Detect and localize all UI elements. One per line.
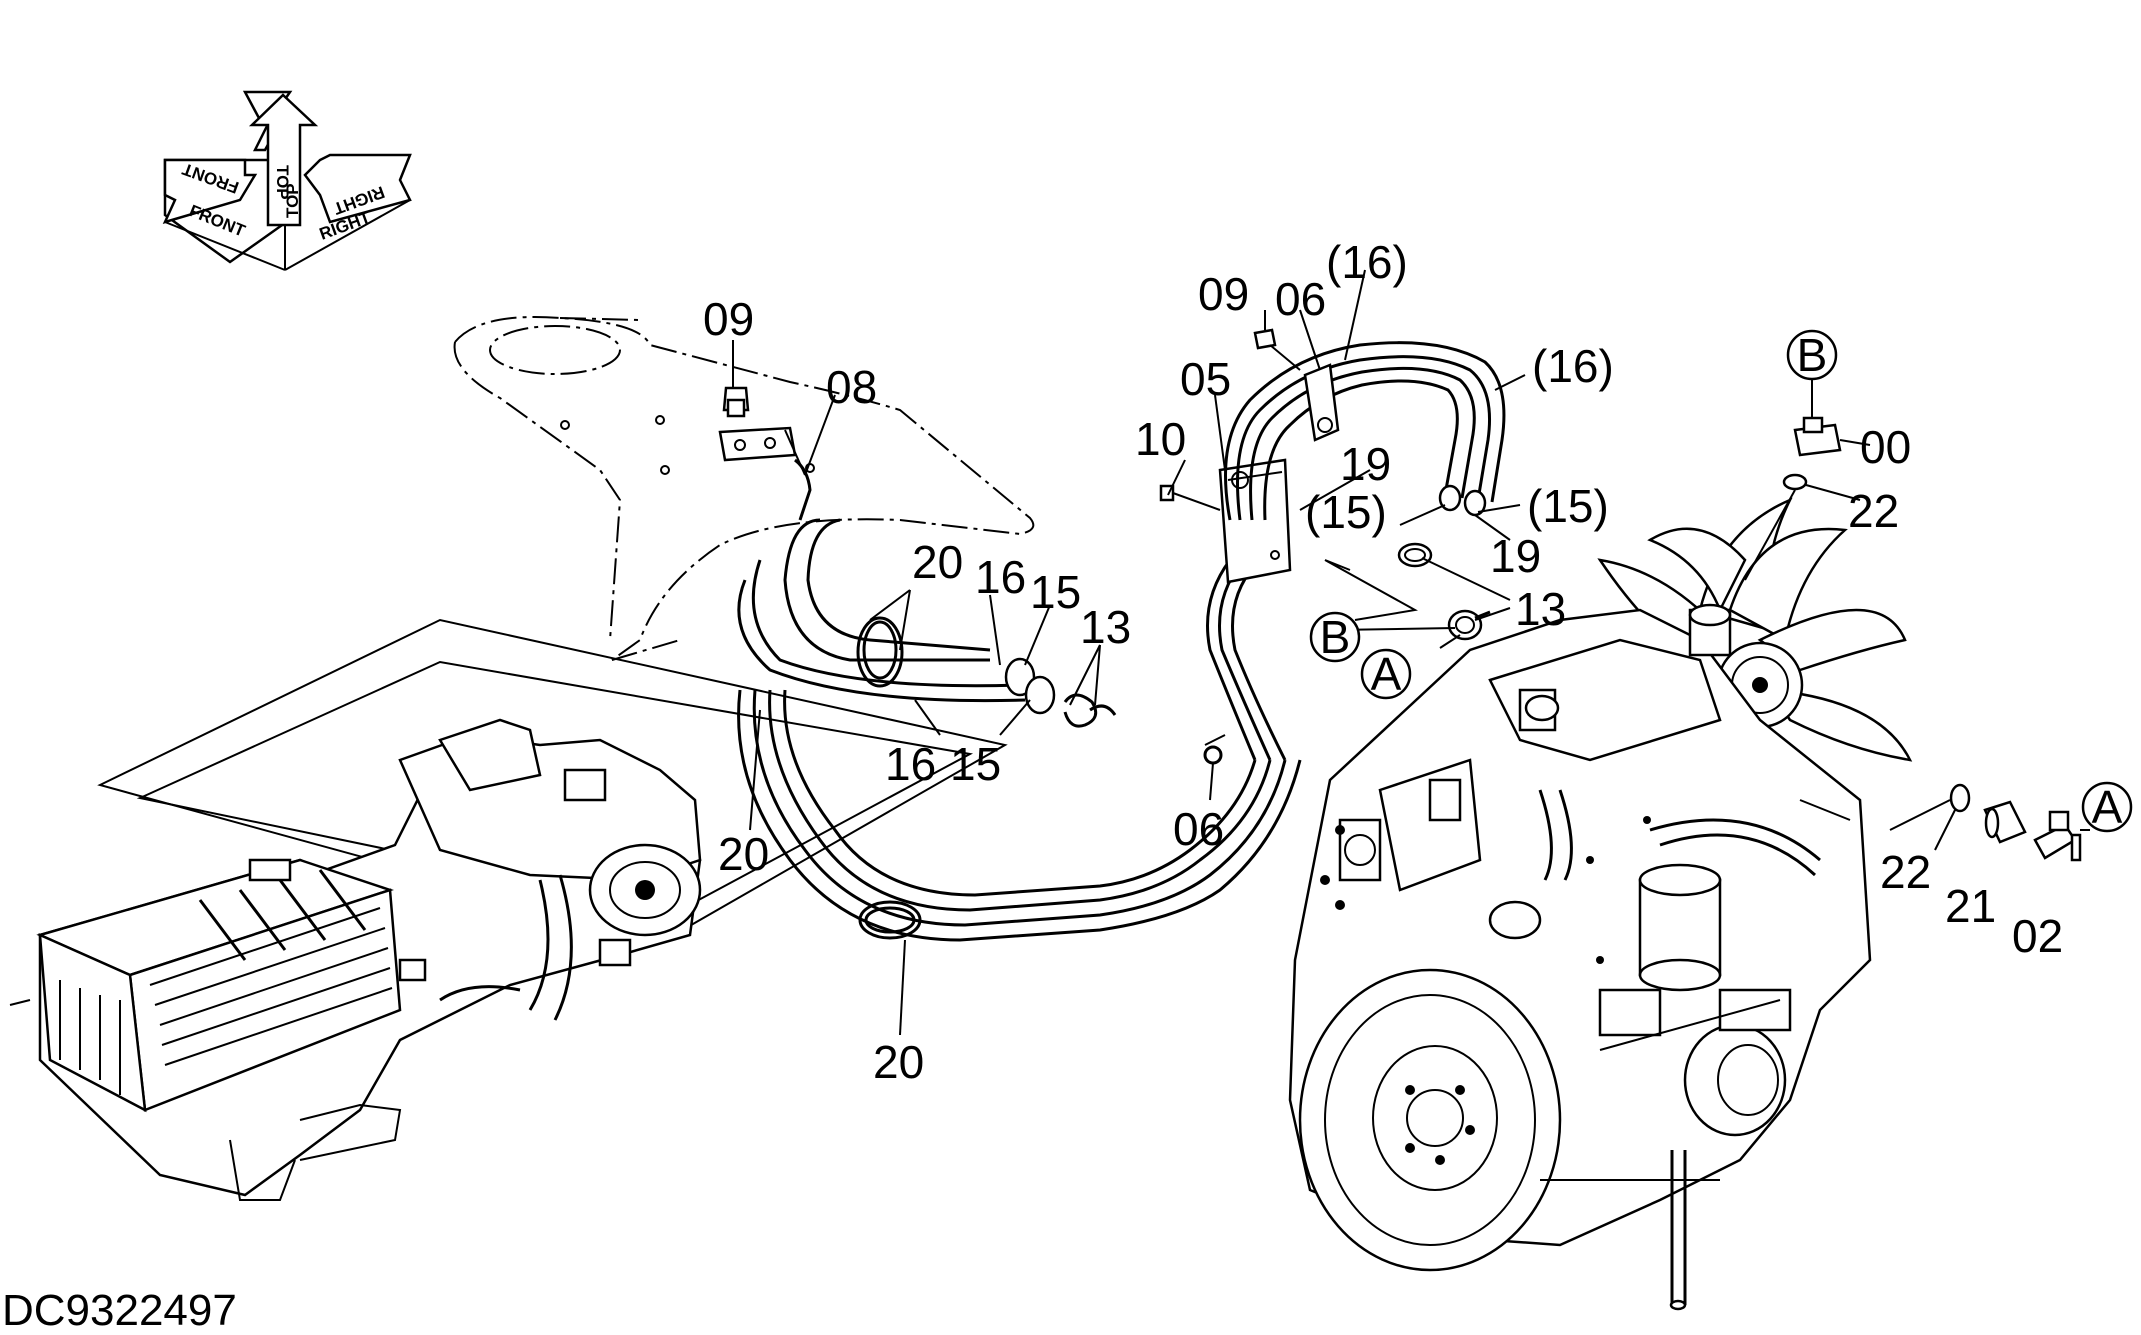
part-label-15-paren-b: (15) (1527, 480, 1609, 532)
part-label-00: 00 (1860, 421, 1911, 473)
svg-text:A: A (2092, 781, 2123, 833)
part-label-15-a: 15 (1030, 566, 1081, 618)
part-label-20-c: 20 (873, 1036, 924, 1088)
fittings-21-02 (1889, 783, 2090, 862)
top-label: TOP (273, 165, 292, 200)
drawing-number: DC9322497 (2, 1286, 237, 1335)
frame-phantom-outline (453, 316, 1035, 661)
engine (1288, 603, 1872, 1311)
callout-b-left: B (1309, 611, 1361, 663)
part-label-06-b: 06 (1173, 803, 1224, 855)
top-label-mirrored: TOP (283, 183, 302, 218)
part-label-21: 21 (1945, 880, 1996, 932)
svg-text:A: A (1371, 648, 1402, 700)
heater-hoses (737, 518, 1302, 942)
part-label-16-paren-b: (16) (1532, 340, 1614, 392)
part-label-06-a: 06 (1275, 273, 1326, 325)
part-label-13-b: 13 (1515, 583, 1566, 635)
callouts: B A B A (1309, 329, 2133, 833)
hose-clamps-13 (1324, 542, 1491, 641)
part-label-16-b: 16 (885, 738, 936, 790)
part-label-09-right: 09 (1198, 268, 1249, 320)
part-label-20-a: 20 (912, 536, 963, 588)
part-label-22-b: 22 (1880, 846, 1931, 898)
part-label-20-b: 20 (718, 828, 769, 880)
part-label-19-a: 19 (1340, 438, 1391, 490)
sensor-00 (1744, 380, 1871, 581)
part-label-10: 10 (1135, 413, 1186, 465)
part-label-19-b: 19 (1490, 530, 1541, 582)
callout-a-left: A (1360, 648, 1412, 700)
part-label-08: 08 (826, 361, 877, 413)
part-label-15-paren-a: (15) (1305, 486, 1387, 538)
bracket-left (718, 386, 812, 521)
part-number-labels: 09 08 20 16 15 13 16 15 20 20 09 06 (16)… (703, 236, 2063, 1088)
part-label-16-paren-a: (16) (1326, 236, 1408, 288)
callout-a-right: A (2081, 781, 2133, 833)
part-label-13-a: 13 (1080, 601, 1131, 653)
svg-text:B: B (1797, 329, 1828, 381)
part-label-02: 02 (2012, 910, 2063, 962)
part-label-22-a: 22 (1848, 485, 1899, 537)
svg-text:B: B (1320, 611, 1351, 663)
part-label-15-b: 15 (950, 738, 1001, 790)
hvac-unit (9, 718, 702, 1201)
part-label-16-a: 16 (975, 551, 1026, 603)
part-label-05: 05 (1180, 353, 1231, 405)
leader-lines (732, 269, 1526, 1036)
part-label-09-left: 09 (703, 293, 754, 345)
callout-b-top: B (1786, 329, 1838, 381)
orientation-arrow-icon: FRONT FRONT TOP TOP RIGHT RIGHT (162, 90, 412, 271)
